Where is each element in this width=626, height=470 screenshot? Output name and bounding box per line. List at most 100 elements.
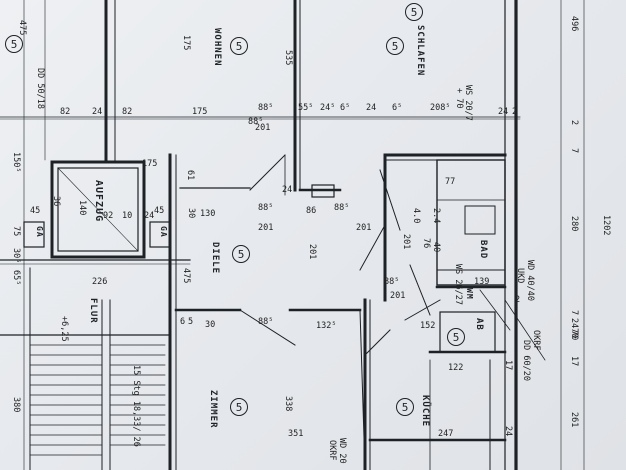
annotation-wd4040: WD 40/40 xyxy=(525,260,535,301)
room-wm: WM xyxy=(465,288,474,300)
dim: 30 xyxy=(205,320,216,330)
dim: 201 xyxy=(401,234,411,250)
dim: 17 xyxy=(503,360,513,371)
dim: 30⁵ xyxy=(11,248,21,264)
dim: 24 xyxy=(503,426,513,437)
room-marker: 5 xyxy=(405,3,423,21)
dim: 24 xyxy=(569,318,579,329)
annotation-wd20: WD 20 xyxy=(337,438,347,464)
dim: 88⁵ xyxy=(258,317,274,327)
dim: 5 xyxy=(188,317,194,327)
dim: 88⁵ xyxy=(384,277,400,287)
dim: 82 xyxy=(60,107,71,117)
dim: 351 xyxy=(288,429,304,439)
dim: 6⁵ xyxy=(392,103,403,113)
dim: 4.0 xyxy=(411,208,421,224)
dim: 24 xyxy=(498,107,509,117)
room-kueche: KÜCHE xyxy=(420,395,430,428)
dim: 88⁵ xyxy=(248,117,264,127)
dim: 132⁵ xyxy=(316,321,337,331)
annotation-plus70: + 70 xyxy=(454,88,464,109)
dim: 88⁵ xyxy=(258,103,274,113)
dim: 70 xyxy=(569,328,579,339)
dim: 122 xyxy=(448,363,464,373)
room-bad: BAD xyxy=(478,240,488,260)
annotation-okrf: OKRF xyxy=(531,330,541,351)
dim: 45 xyxy=(30,206,41,216)
dim: 7 xyxy=(569,310,579,316)
annotation-dd5018: DD 50/18 xyxy=(35,68,45,109)
annotation-okrf2: OKRF xyxy=(327,440,337,461)
room-zimmer: ZIMMER xyxy=(208,390,218,429)
room-ga-right: GA xyxy=(159,226,168,238)
dim: 77 xyxy=(445,177,456,187)
dim: 496 xyxy=(569,16,579,32)
dim: 40 xyxy=(431,242,441,253)
dim: 2 xyxy=(515,295,521,305)
dim: 82 xyxy=(122,107,133,117)
annotation-level: +6,25 xyxy=(59,316,69,342)
dim: 75 xyxy=(11,226,21,237)
dim: 140 xyxy=(77,200,87,216)
room-schlafen: SCHLAFEN xyxy=(415,25,425,77)
dim: 201 xyxy=(258,223,274,233)
dim: 6 xyxy=(180,317,186,327)
dim: 201 xyxy=(255,123,271,133)
room-diele: DIELE xyxy=(210,242,220,275)
annotation-ukd: UKD xyxy=(515,268,525,284)
dim: 130 xyxy=(200,209,216,219)
room-marker: 5 xyxy=(396,398,414,416)
dim: 24 xyxy=(366,103,377,113)
dim: 24 xyxy=(144,211,155,221)
dim: 475 xyxy=(17,20,27,36)
dim: 2.4 xyxy=(431,208,441,224)
dim: 152 xyxy=(420,321,436,331)
dim: 338 xyxy=(283,396,293,412)
dim: 201 xyxy=(356,223,372,233)
dim: 2 xyxy=(512,107,518,117)
dim: 175 xyxy=(142,159,158,169)
dim: 24 xyxy=(282,185,293,195)
dim: 92 xyxy=(103,211,114,221)
room-marker: 5 xyxy=(232,245,250,263)
dim: 2 xyxy=(569,120,579,126)
dim: 201 xyxy=(307,244,317,260)
dim: 535 xyxy=(283,50,293,66)
room-marker: 5 xyxy=(386,37,404,55)
dim: 201 xyxy=(390,291,406,301)
dim: 24⁵ xyxy=(320,103,336,113)
dim: 17 xyxy=(569,356,579,367)
dim: 226 xyxy=(92,277,108,287)
annotation-stairs: 15 Stg 18,33/ 26 xyxy=(131,365,141,447)
dim: 7 xyxy=(569,148,579,154)
dim: 1202 xyxy=(601,215,611,236)
dim: 36 xyxy=(51,196,61,207)
room-flur: FLUR xyxy=(88,298,98,324)
dim: 24 xyxy=(92,107,103,117)
room-marker: 5 xyxy=(5,35,23,53)
dim: 88⁵ xyxy=(258,203,274,213)
dim: 65⁵ xyxy=(11,270,21,286)
annotation-dd6020: DD 60/20 xyxy=(521,340,531,381)
room-marker: 5 xyxy=(447,328,465,346)
dim: 88⁵ xyxy=(334,203,350,213)
dim: 150⁵ xyxy=(11,152,21,173)
dim: 61 xyxy=(185,170,195,181)
dim: 10 xyxy=(122,211,133,221)
dim: 380 xyxy=(11,397,21,413)
dim: 280 xyxy=(569,216,579,232)
room-ga-left: GA xyxy=(35,226,44,238)
dim: 76 xyxy=(421,238,431,249)
dim: 6⁵ xyxy=(340,103,351,113)
dim: 86 xyxy=(306,206,317,216)
annotation-ws2627: WS 26/27 xyxy=(453,264,463,305)
dim: 208⁵ xyxy=(430,103,451,113)
dim: 30 xyxy=(186,208,196,219)
dim: 247 xyxy=(438,429,454,439)
dim: 261 xyxy=(569,412,579,428)
annotation-ws2017: WS 20/7 xyxy=(463,85,473,121)
dim: 55⁵ xyxy=(298,103,314,113)
dim: 175 xyxy=(192,107,208,117)
